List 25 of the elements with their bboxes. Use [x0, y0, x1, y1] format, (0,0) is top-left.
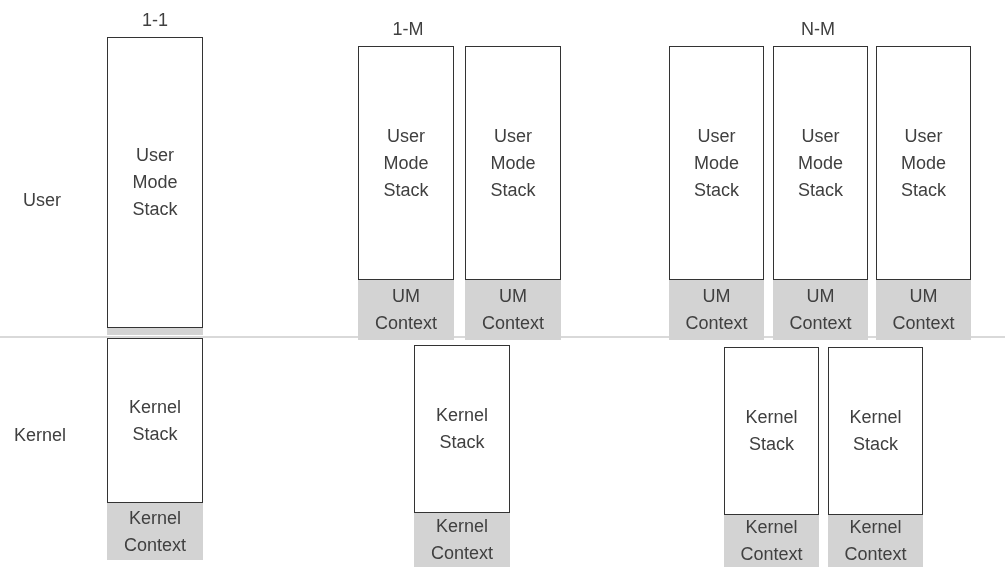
context-box: UM Context [876, 280, 971, 340]
context-box: UM Context [773, 280, 868, 340]
stack-box: User Mode Stack [107, 37, 203, 328]
context-box: UM Context [669, 280, 764, 340]
stack-box: User Mode Stack [773, 46, 868, 280]
context-bar [107, 328, 203, 335]
row-label: Kernel [14, 425, 66, 446]
stack-box: User Mode Stack [669, 46, 764, 280]
stack-box: User Mode Stack [465, 46, 561, 280]
stack-box: Kernel Stack [107, 338, 203, 503]
stack-box: Kernel Stack [414, 345, 510, 513]
context-box: UM Context [465, 280, 561, 340]
context-box: Kernel Context [828, 515, 923, 567]
context-box: Kernel Context [107, 503, 203, 560]
stack-box: User Mode Stack [876, 46, 971, 280]
column-heading: 1-1 [142, 10, 168, 31]
column-heading: N-M [801, 19, 835, 40]
context-box: UM Context [358, 280, 454, 340]
context-box: Kernel Context [724, 515, 819, 567]
row-label: User [23, 190, 61, 211]
stack-box: User Mode Stack [358, 46, 454, 280]
column-heading: 1-M [392, 19, 424, 40]
stack-box: Kernel Stack [724, 347, 819, 515]
stack-box: Kernel Stack [828, 347, 923, 515]
context-box: Kernel Context [414, 513, 510, 567]
